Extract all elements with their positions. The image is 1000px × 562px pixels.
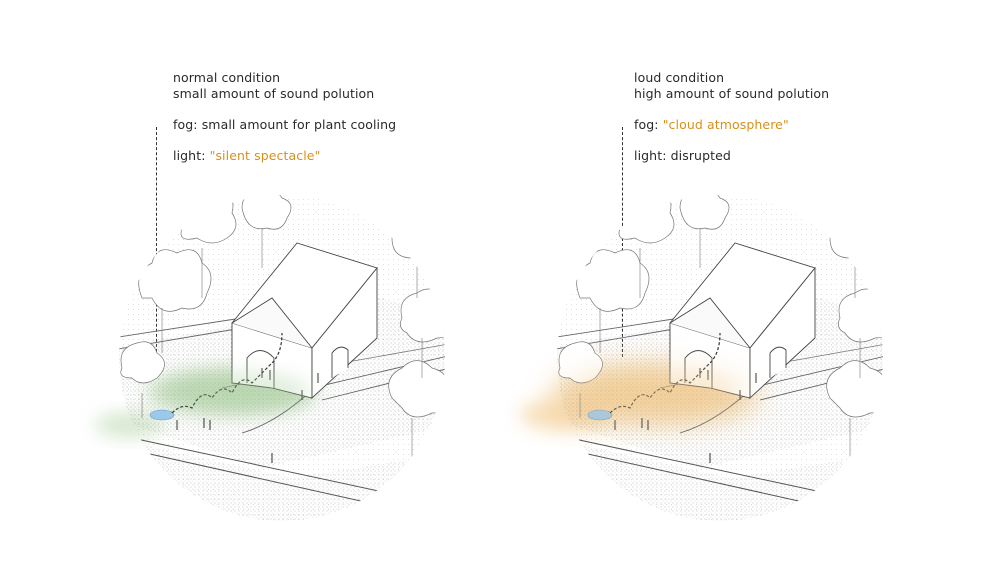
left-light-line: light: "silent spectacle" <box>173 148 396 164</box>
left-leader-line <box>156 127 157 357</box>
right-fog-overlay <box>565 368 745 416</box>
right-scene <box>520 195 883 521</box>
left-scene <box>95 195 445 521</box>
left-scene-drawing <box>119 195 445 521</box>
left-light-key: light: <box>173 148 206 163</box>
left-condition-label: normal condition <box>173 70 281 85</box>
right-fog-value: "cloud atmosphere" <box>662 117 789 132</box>
right-light-key: light: <box>634 148 667 163</box>
left-sound-label: small amount of sound polution <box>173 86 375 101</box>
left-fog-value: small amount for plant cooling <box>201 117 397 132</box>
left-annotation: normal condition small amount of sound p… <box>173 70 396 164</box>
right-fog-key: fog: <box>634 117 659 132</box>
right-light-line: light: disrupted <box>634 148 829 164</box>
left-fog-key: fog: <box>173 117 198 132</box>
left-fog-line: fog: small amount for plant cooling <box>173 117 396 133</box>
left-light-value: "silent spectacle" <box>209 148 321 163</box>
right-annotation: loud condition high amount of sound polu… <box>634 70 829 164</box>
right-light-value: disrupted <box>670 148 731 163</box>
right-scene-drawing <box>557 195 883 521</box>
left-fog-overlay <box>170 372 310 408</box>
right-fog-line: fog: "cloud atmosphere" <box>634 117 829 133</box>
right-sound-label: high amount of sound polution <box>634 86 830 101</box>
right-condition-label: loud condition <box>634 70 725 85</box>
